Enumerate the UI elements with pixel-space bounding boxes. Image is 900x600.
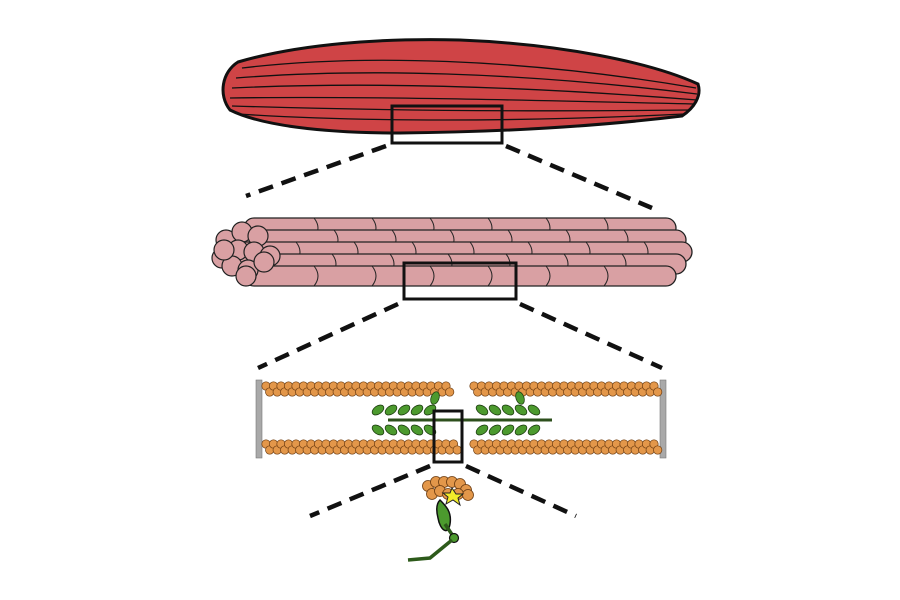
myosin-head-leaf: [396, 423, 411, 437]
zoom-lines-fiber-to-sarcomere: [258, 304, 662, 368]
muscle-level: [223, 40, 699, 143]
zoom-lines-muscle-to-fiber: [246, 146, 652, 208]
muscle-fiber: [244, 266, 676, 286]
fiber-end-cap: [214, 240, 234, 260]
myosin-head-leaf: [409, 423, 424, 437]
sarcomere-level: [256, 380, 666, 462]
myosin-head-leaf: [500, 403, 515, 417]
myosin-head-leaf: [526, 423, 541, 437]
crossbridge-level: [408, 477, 474, 561]
myosin-head-leaf: [383, 403, 398, 417]
myosin-head-leaf: [500, 423, 515, 437]
fiber-end-cap: [236, 266, 256, 286]
myosin-head-leaf: [487, 403, 502, 417]
actin-bead: [453, 446, 461, 454]
actin-bead: [446, 388, 454, 396]
myosin-head-leaf: [383, 423, 398, 437]
actin-bead: [654, 446, 662, 454]
myosin-head-leaf: [487, 423, 502, 437]
fiber-bundle-level: [212, 218, 692, 299]
myosin-head-leaf: [474, 403, 489, 417]
myosin-head-leaf: [370, 403, 385, 417]
actin-monomer: [463, 490, 474, 501]
actin-bead: [654, 388, 662, 396]
myosin-head-leaf: [396, 403, 411, 417]
myosin-head-leaf: [370, 423, 385, 437]
myosin-head-leaf: [513, 423, 528, 437]
myosin-head-leaf: [513, 403, 528, 417]
myosin-tail: [408, 540, 452, 560]
z-disc-left: [256, 380, 262, 458]
myosin-heads: [370, 391, 541, 437]
myosin-head-leaf: [474, 423, 489, 437]
myosin-head-leaf: [409, 403, 424, 417]
fiber-end-cap: [254, 252, 274, 272]
myosin-head-leaf: [526, 403, 541, 417]
